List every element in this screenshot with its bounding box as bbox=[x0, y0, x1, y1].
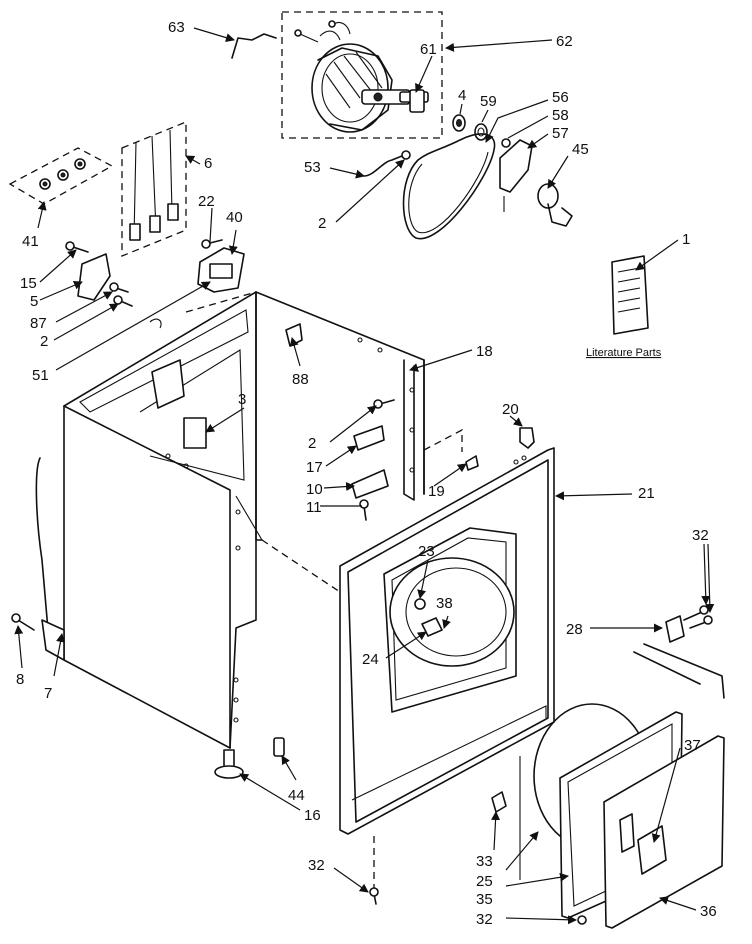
callout-45: 45 bbox=[572, 141, 589, 158]
fastener-kit bbox=[8, 147, 114, 205]
callout-35: 35 bbox=[476, 891, 493, 908]
callout-33: 33 bbox=[476, 853, 493, 870]
callout-22: 22 bbox=[198, 193, 215, 210]
callout-59: 59 bbox=[480, 93, 497, 110]
callout-53: 53 bbox=[304, 159, 321, 176]
callout-19: 19 bbox=[428, 483, 445, 500]
idler-bracket bbox=[499, 138, 533, 212]
callout-16: 16 bbox=[304, 807, 321, 824]
callout-2-bracket: 2 bbox=[40, 333, 48, 350]
callout-32-bottom: 32 bbox=[308, 857, 325, 874]
callout-38: 38 bbox=[436, 595, 453, 612]
callout-23: 23 bbox=[418, 543, 435, 560]
callout-17: 17 bbox=[306, 459, 323, 476]
motor-bracket bbox=[231, 33, 277, 59]
callout-11: 11 bbox=[306, 499, 322, 516]
callout-6: 6 bbox=[204, 155, 212, 172]
screw-8 bbox=[11, 613, 35, 631]
callout-41: 41 bbox=[22, 233, 39, 250]
callout-4: 4 bbox=[458, 87, 466, 104]
callout-57: 57 bbox=[552, 125, 569, 142]
callout-88: 88 bbox=[292, 371, 309, 388]
pulley-washers bbox=[452, 114, 488, 141]
callout-3: 3 bbox=[238, 391, 246, 408]
mounting-bracket bbox=[77, 253, 111, 301]
callout-15: 15 bbox=[20, 275, 37, 292]
callout-37: 37 bbox=[684, 737, 701, 754]
callout-10: 10 bbox=[306, 481, 323, 498]
drive-belt bbox=[402, 133, 496, 240]
idler-spring bbox=[537, 183, 573, 227]
callout-40: 40 bbox=[226, 209, 243, 226]
screw-32-bottom bbox=[369, 836, 379, 905]
callout-56: 56 bbox=[552, 89, 569, 106]
leader-lines bbox=[14, 27, 715, 925]
callout-1: 1 bbox=[682, 231, 690, 248]
terminal-block bbox=[197, 239, 245, 293]
callout-58: 58 bbox=[552, 107, 569, 124]
callout-28: 28 bbox=[566, 621, 583, 638]
callout-24: 24 bbox=[362, 651, 379, 668]
literature-pack: Literature Parts bbox=[586, 255, 662, 359]
callout-20: 20 bbox=[502, 401, 519, 418]
callout-32-door: 32 bbox=[476, 911, 493, 928]
callout-36: 36 bbox=[700, 903, 717, 920]
callout-18: 18 bbox=[476, 343, 493, 360]
cabinet bbox=[35, 291, 425, 749]
callout-8: 8 bbox=[16, 671, 24, 688]
callout-numbers: 63 62 61 4 59 56 58 57 45 53 2 6 41 22 4… bbox=[16, 19, 717, 928]
ground-wire bbox=[363, 155, 403, 177]
callout-7: 7 bbox=[44, 685, 52, 702]
door-assembly bbox=[491, 643, 725, 929]
clip-44 bbox=[273, 737, 285, 757]
motor-assembly bbox=[281, 11, 443, 139]
callout-87: 87 bbox=[30, 315, 47, 332]
callout-5: 5 bbox=[30, 293, 38, 310]
front-panel bbox=[339, 428, 555, 835]
switch-brackets bbox=[351, 399, 395, 521]
door-catch bbox=[519, 427, 535, 449]
callout-32-hinge: 32 bbox=[692, 527, 709, 544]
callout-2-cabinet: 2 bbox=[308, 435, 316, 452]
callout-62: 62 bbox=[556, 33, 573, 50]
door-hinge bbox=[665, 605, 713, 643]
callout-44: 44 bbox=[288, 787, 305, 804]
callout-63: 63 bbox=[168, 19, 185, 36]
callout-61: 61 bbox=[420, 41, 437, 58]
callout-25: 25 bbox=[476, 873, 493, 890]
literature-parts-label: Literature Parts bbox=[586, 347, 662, 359]
callout-51: 51 bbox=[32, 367, 49, 384]
callout-21: 21 bbox=[638, 485, 655, 502]
callout-2-belt: 2 bbox=[318, 215, 326, 232]
leveling-leg bbox=[214, 749, 244, 779]
wire-harness bbox=[121, 121, 187, 257]
